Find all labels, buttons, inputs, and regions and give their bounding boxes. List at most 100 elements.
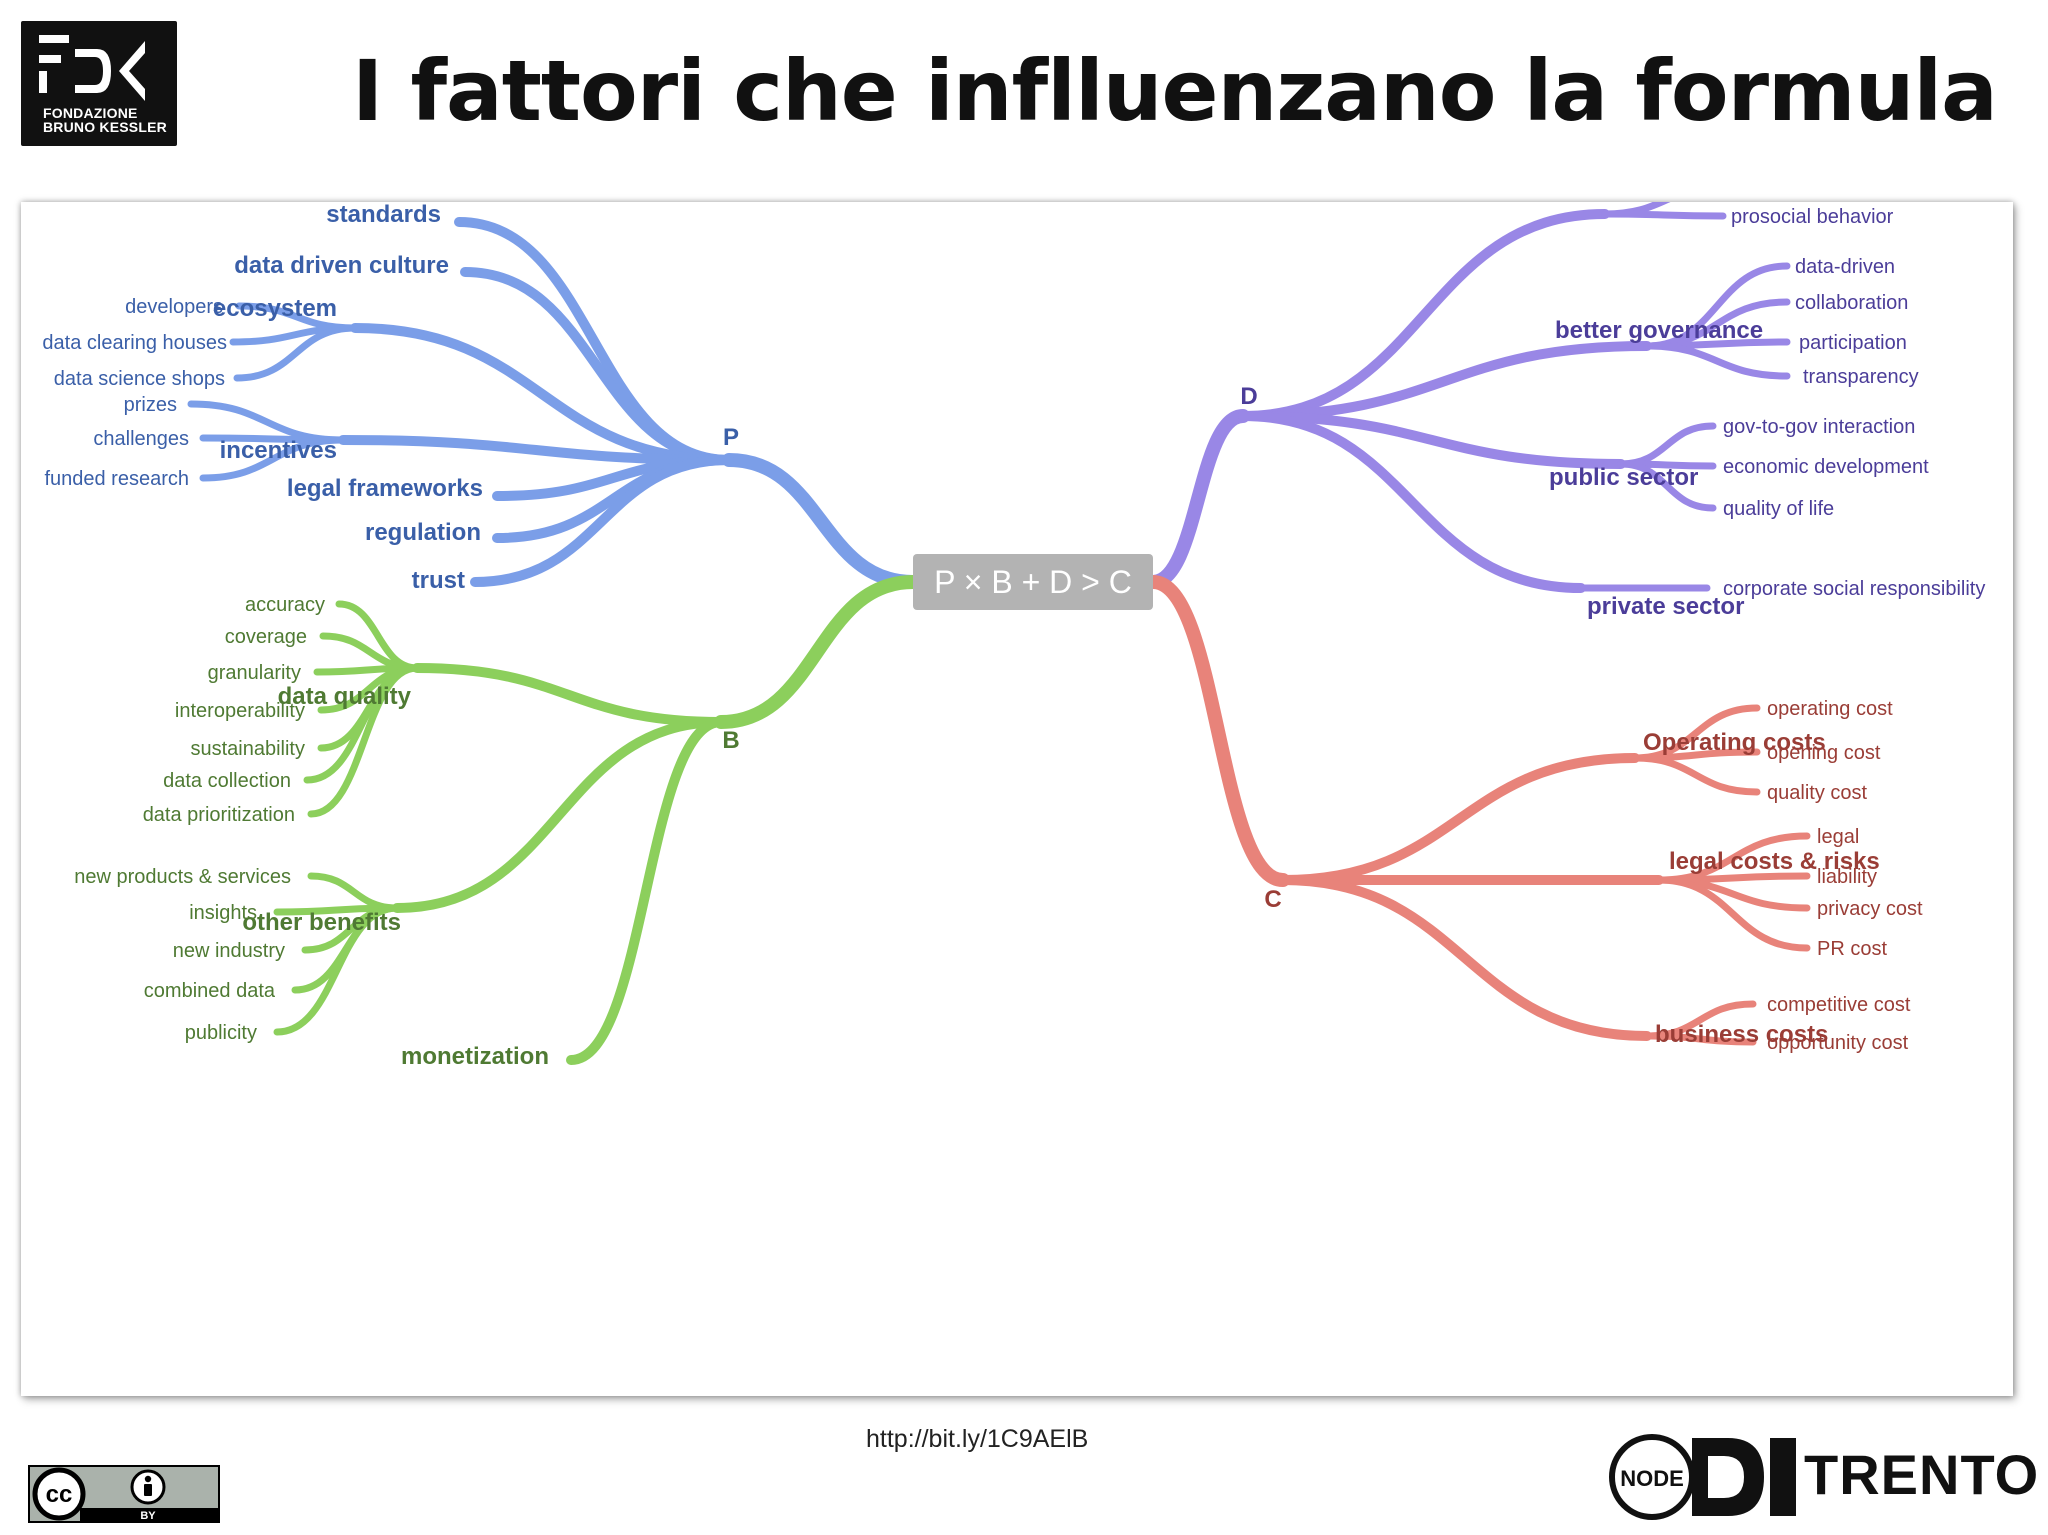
node-public-sector[interactable]: public sector: [1549, 464, 1698, 491]
node-private-sector[interactable]: private sector: [1587, 593, 1744, 620]
leaf-legal[interactable]: legal: [1817, 826, 1859, 848]
odi-node-logo-icon: NODE: [1609, 1434, 1796, 1520]
node-incentives[interactable]: incentives: [220, 437, 337, 464]
link-ecosystem: [350, 323, 734, 465]
node-ecosystem[interactable]: ecosystem: [213, 295, 337, 322]
trunk-p: [722, 453, 920, 589]
link-private-sector: [1238, 411, 1586, 593]
link-pr-cost: [1655, 876, 1811, 952]
trunk-b: [714, 575, 920, 729]
link-publicity: [273, 904, 401, 1036]
link-monetization: [566, 717, 726, 1065]
fbk-logo-line1: FONDAZIONE: [43, 105, 138, 121]
node-regulation[interactable]: regulation: [365, 519, 481, 546]
leaf-gov-to-gov-interaction[interactable]: gov-to-gov interaction: [1723, 416, 1915, 438]
odi-node-text: NODE: [1620, 1466, 1684, 1491]
branch-p-label: P: [723, 424, 739, 451]
cc-text: cc: [46, 1481, 73, 1508]
leaf-operating-cost[interactable]: operating cost: [1767, 698, 1893, 720]
leaf-corporate-social-responsibility[interactable]: corporate social responsibility: [1723, 578, 1985, 600]
link-quality-of-life: [1617, 460, 1717, 512]
node-other-benefits[interactable]: other benefits: [242, 909, 401, 936]
leaf-liability[interactable]: liability: [1817, 866, 1877, 888]
branch-b-label: B: [722, 727, 739, 754]
link-data-prioritization: [307, 664, 421, 818]
link-prosocial-behavior: [1601, 210, 1727, 220]
link-new-products-services: [307, 872, 401, 912]
node-citizens[interactable]: citizens: [1557, 202, 1645, 208]
odi-city-text: TRENTO: [1804, 1443, 2040, 1506]
link-better-governance: [1238, 341, 1652, 421]
leaf-participation[interactable]: participation: [1799, 332, 1907, 354]
leaf-challenges[interactable]: challenges: [93, 428, 189, 450]
link-other-benefits: [392, 717, 726, 913]
leaf-coverage[interactable]: coverage: [225, 626, 307, 648]
node-business-costs[interactable]: business costs: [1655, 1021, 1828, 1048]
center-formula-label: P × B + D > C: [934, 564, 1132, 600]
leaf-data-collection[interactable]: data collection: [163, 770, 291, 792]
link-funded-research: [199, 436, 347, 482]
link-data-driven-culture: [460, 267, 734, 465]
leaf-funded-research[interactable]: funded research: [44, 468, 189, 490]
node-monetization[interactable]: monetization: [401, 1043, 549, 1070]
leaf-insights[interactable]: insights: [189, 902, 257, 924]
link-transparency: [1643, 342, 1791, 380]
source-url-link[interactable]: http://bit.ly/1C9AElB: [866, 1425, 1089, 1453]
node-trust[interactable]: trust: [412, 567, 465, 594]
leaf-privacy-cost[interactable]: privacy cost: [1817, 898, 1923, 920]
leaf-collaboration[interactable]: collaboration: [1795, 292, 1908, 314]
node-better-governance[interactable]: better governance: [1555, 317, 1763, 344]
leaf-data-science-shops[interactable]: data science shops: [54, 368, 225, 390]
link-data-quality: [412, 663, 726, 727]
fbk-logo: FONDAZIONE BRUNO KESSLER: [21, 21, 177, 146]
leaf-data-driven[interactable]: data-driven: [1795, 256, 1895, 278]
leaf-economic-development[interactable]: economic development: [1723, 456, 1929, 478]
link-business-costs: [1278, 875, 1652, 1041]
leaf-new-industry[interactable]: new industry: [173, 940, 285, 962]
branch-c-label: C: [1264, 886, 1281, 913]
node-operating-costs[interactable]: Operating costs: [1643, 729, 1826, 756]
leaf-publicity[interactable]: publicity: [185, 1022, 257, 1044]
leaf-accuracy[interactable]: accuracy: [245, 594, 325, 616]
leaf-combined-data[interactable]: combined data: [144, 980, 276, 1002]
cc-by-icon: cc BY: [28, 1465, 220, 1523]
leaf-pr-cost[interactable]: PR cost: [1817, 938, 1887, 960]
link-quality-cost: [1631, 754, 1761, 796]
leaf-interoperability[interactable]: interoperability: [175, 700, 305, 722]
leaf-sustainability[interactable]: sustainability: [190, 738, 305, 760]
trunk-c: [1146, 575, 1290, 887]
link-trust: [470, 455, 734, 587]
fbk-logo-icon: [39, 35, 145, 101]
link-public-sector: [1238, 411, 1626, 469]
leaf-quality-of-life[interactable]: quality of life: [1723, 498, 1834, 520]
node-legal-frameworks[interactable]: legal frameworks: [287, 475, 483, 502]
cc-license-badge[interactable]: cc BY: [28, 1465, 220, 1523]
center-formula-box: [913, 554, 1153, 610]
mindmap-links: [187, 202, 1811, 1065]
node-legal-costs-risks[interactable]: legal costs & risks: [1669, 848, 1880, 875]
node-data-quality[interactable]: data quality: [278, 683, 412, 710]
branch-d-label: D: [1240, 383, 1257, 410]
leaf-opportunity-cost[interactable]: opportunity cost: [1767, 1032, 1909, 1054]
leaf-transparency[interactable]: transparency: [1803, 366, 1919, 388]
leaf-data-prioritization[interactable]: data prioritization: [143, 804, 295, 826]
cc-by-text: BY: [140, 1510, 156, 1522]
leaf-quality-cost[interactable]: quality cost: [1767, 782, 1867, 804]
node-standards[interactable]: standards: [326, 202, 441, 228]
leaf-new-products-services[interactable]: new products & services: [74, 866, 291, 888]
leaf-prizes[interactable]: prizes: [124, 394, 177, 416]
leaf-granularity[interactable]: granularity: [208, 662, 301, 684]
odi-trento-logo: NODE TRENTO: [1608, 1432, 2038, 1522]
leaf-developers[interactable]: developers: [125, 296, 223, 318]
trunk-d: [1146, 409, 1250, 589]
node-data-driven-culture[interactable]: data driven culture: [234, 252, 449, 279]
link-gov-to-gov-interaction: [1617, 422, 1717, 468]
leaf-prosocial-behavior[interactable]: prosocial behavior: [1731, 206, 1894, 228]
leaf-competitive-cost[interactable]: competitive cost: [1767, 994, 1911, 1016]
link-incentives: [338, 435, 734, 465]
leaf-data-clearing-houses[interactable]: data clearing houses: [42, 332, 227, 354]
leaf-opening-cost[interactable]: opening cost: [1767, 742, 1881, 764]
link-data-science-shops: [233, 324, 359, 382]
